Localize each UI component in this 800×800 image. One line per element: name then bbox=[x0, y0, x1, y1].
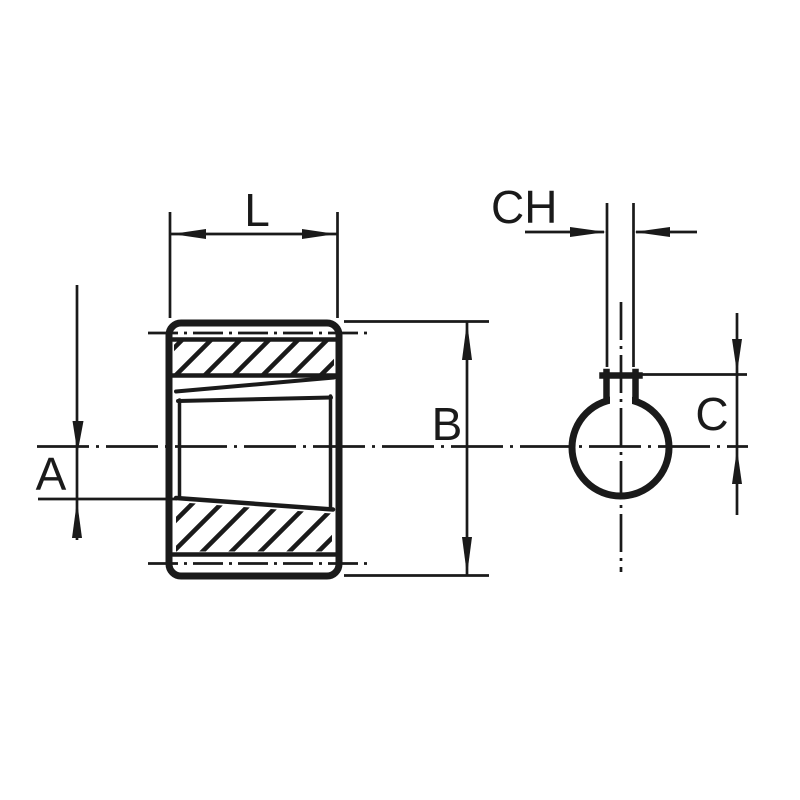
top-hatch-band bbox=[174, 341, 334, 374]
dimension-CH: CH bbox=[491, 181, 697, 367]
dimension-A: A bbox=[36, 285, 177, 540]
label-C: C bbox=[695, 388, 728, 440]
bore-top-line bbox=[176, 395, 333, 403]
arrowhead-down bbox=[732, 339, 742, 373]
arrowhead-left bbox=[634, 227, 670, 237]
label-A: A bbox=[36, 448, 67, 500]
arrowhead-right bbox=[302, 229, 336, 239]
label-CH: CH bbox=[491, 181, 557, 233]
bore-bottom-line bbox=[173, 495, 336, 512]
gear-outline bbox=[165, 319, 343, 580]
arrowhead-up bbox=[72, 501, 82, 538]
bore-end-view bbox=[568, 302, 673, 572]
label-B: B bbox=[432, 398, 463, 450]
arrowhead-down bbox=[462, 537, 472, 575]
arrowhead-down bbox=[72, 421, 84, 453]
label-L: L bbox=[244, 184, 270, 236]
dimension-L: L bbox=[168, 184, 339, 318]
gear-section-view bbox=[148, 319, 368, 580]
taper-wedge-line bbox=[174, 375, 336, 394]
dimension-C: C bbox=[637, 313, 747, 515]
arrowhead-left bbox=[172, 229, 206, 239]
arrowhead-up bbox=[462, 322, 472, 360]
dimension-B: B bbox=[344, 320, 489, 577]
bottom-hatch-band bbox=[176, 502, 332, 552]
arrowhead-right bbox=[570, 227, 606, 237]
arrowhead-up bbox=[732, 449, 742, 484]
